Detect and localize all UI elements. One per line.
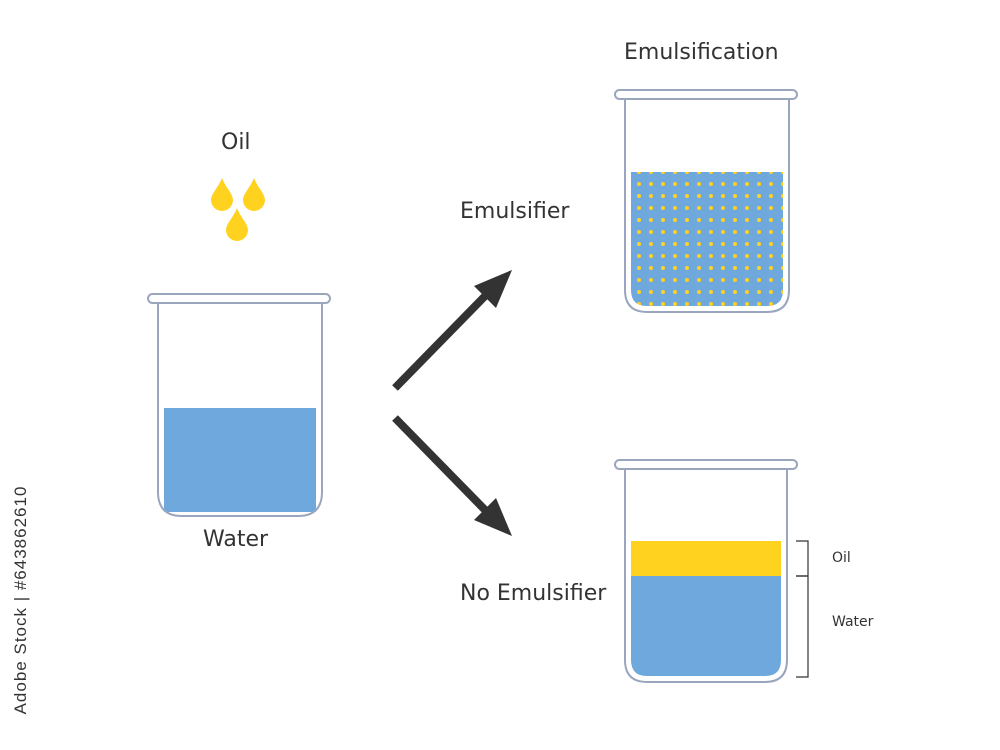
oil-drop bbox=[226, 208, 248, 241]
water-bracket bbox=[796, 575, 809, 678]
layer-brackets bbox=[796, 540, 809, 678]
source-beaker bbox=[147, 293, 331, 517]
oil-bracket bbox=[796, 540, 809, 577]
arrow-to-emulsifier bbox=[392, 270, 512, 391]
emulsion-beaker-glass bbox=[624, 98, 790, 313]
emulsification-title: Emulsification bbox=[624, 40, 779, 65]
emulsifier-label: Emulsifier bbox=[460, 199, 570, 224]
no-emulsifier-label: No Emulsifier bbox=[460, 581, 607, 606]
separated-beaker-rim bbox=[614, 459, 798, 470]
emulsion-droplets bbox=[631, 172, 783, 306]
water-layer-label: Water bbox=[832, 614, 874, 630]
arrow-to-no-emulsifier bbox=[392, 415, 512, 536]
separated-beaker-glass bbox=[624, 468, 788, 683]
oil-source-label: Oil bbox=[221, 130, 251, 155]
oil-layer-label: Oil bbox=[832, 550, 851, 566]
source-beaker-glass bbox=[157, 302, 323, 517]
separated-beaker bbox=[614, 459, 798, 683]
water-layer bbox=[631, 576, 781, 676]
oil-layer bbox=[631, 541, 781, 576]
source-beaker-rim bbox=[147, 293, 331, 304]
emulsion-beaker bbox=[614, 89, 798, 313]
water-source-label: Water bbox=[203, 527, 269, 552]
oil-drop bbox=[243, 178, 265, 211]
emulsion-beaker-rim bbox=[614, 89, 798, 100]
oil-drops-icon bbox=[211, 178, 265, 241]
oil-drop bbox=[211, 178, 233, 211]
watermark-id: Adobe Stock | #643862610 bbox=[11, 485, 30, 715]
